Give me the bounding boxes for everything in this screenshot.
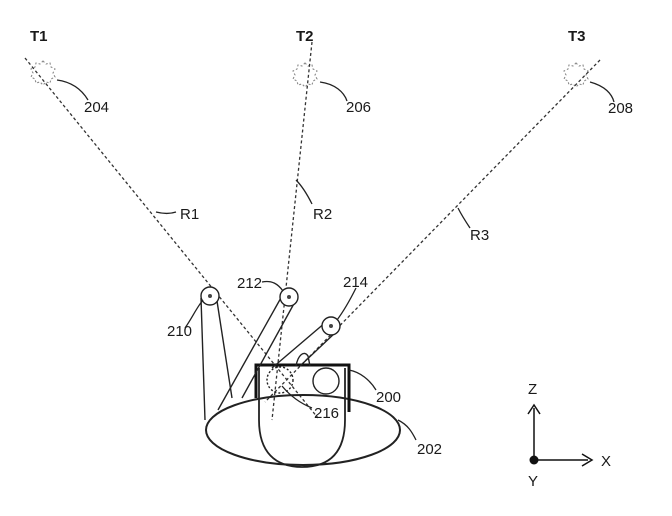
leader-r1 — [155, 211, 177, 215]
target-204 — [30, 60, 56, 86]
leader-200 — [348, 369, 377, 391]
ray-r2 — [271, 41, 313, 421]
leader-r2 — [295, 179, 313, 205]
sensor-212-dot — [287, 295, 291, 299]
leader-208 — [589, 81, 615, 103]
axis-label-z: Z — [528, 381, 537, 398]
secondary-element — [312, 367, 340, 395]
label-t2: T2 — [296, 28, 314, 45]
arm-212-a — [217, 295, 283, 411]
coordinate-axes — [527, 403, 594, 467]
label-204: 204 — [84, 99, 109, 116]
sensor-210-dot — [208, 294, 212, 298]
target-208 — [563, 62, 589, 88]
leader-202 — [397, 419, 417, 441]
label-r2: R2 — [313, 206, 332, 223]
label-208: 208 — [608, 100, 633, 117]
ray-r1 — [24, 57, 319, 419]
arm-214-b — [299, 331, 337, 367]
arm-210-b — [216, 300, 233, 399]
target-206 — [292, 62, 318, 88]
leader-r3 — [457, 207, 471, 229]
label-206: 206 — [346, 99, 371, 116]
label-r3: R3 — [470, 227, 489, 244]
leader-210 — [184, 299, 204, 329]
axis-label-y: Y — [528, 473, 538, 490]
ray-r3 — [264, 59, 601, 403]
label-212: 212 — [237, 275, 262, 292]
leader-214 — [336, 287, 357, 321]
center-element-216 — [266, 366, 294, 394]
device-bump — [295, 352, 311, 367]
device-frame — [254, 363, 351, 412]
label-200: 200 — [376, 389, 401, 406]
label-202: 202 — [417, 441, 442, 458]
base-ellipse — [205, 394, 401, 466]
leader-216 — [281, 385, 313, 409]
axis-label-x: X — [601, 453, 611, 470]
label-t1: T1 — [30, 28, 48, 45]
label-214: 214 — [343, 274, 368, 291]
label-216: 216 — [314, 405, 339, 422]
leader-206 — [319, 81, 348, 102]
device-body — [258, 368, 346, 468]
label-210: 210 — [167, 323, 192, 340]
sensor-214-dot — [329, 324, 333, 328]
label-r1: R1 — [180, 206, 199, 223]
arm-214-a — [271, 321, 327, 369]
arm-212-b — [241, 299, 297, 399]
label-t3: T3 — [568, 28, 586, 45]
leader-204 — [56, 79, 89, 101]
leader-212 — [261, 280, 284, 292]
arm-210-a — [200, 297, 206, 421]
